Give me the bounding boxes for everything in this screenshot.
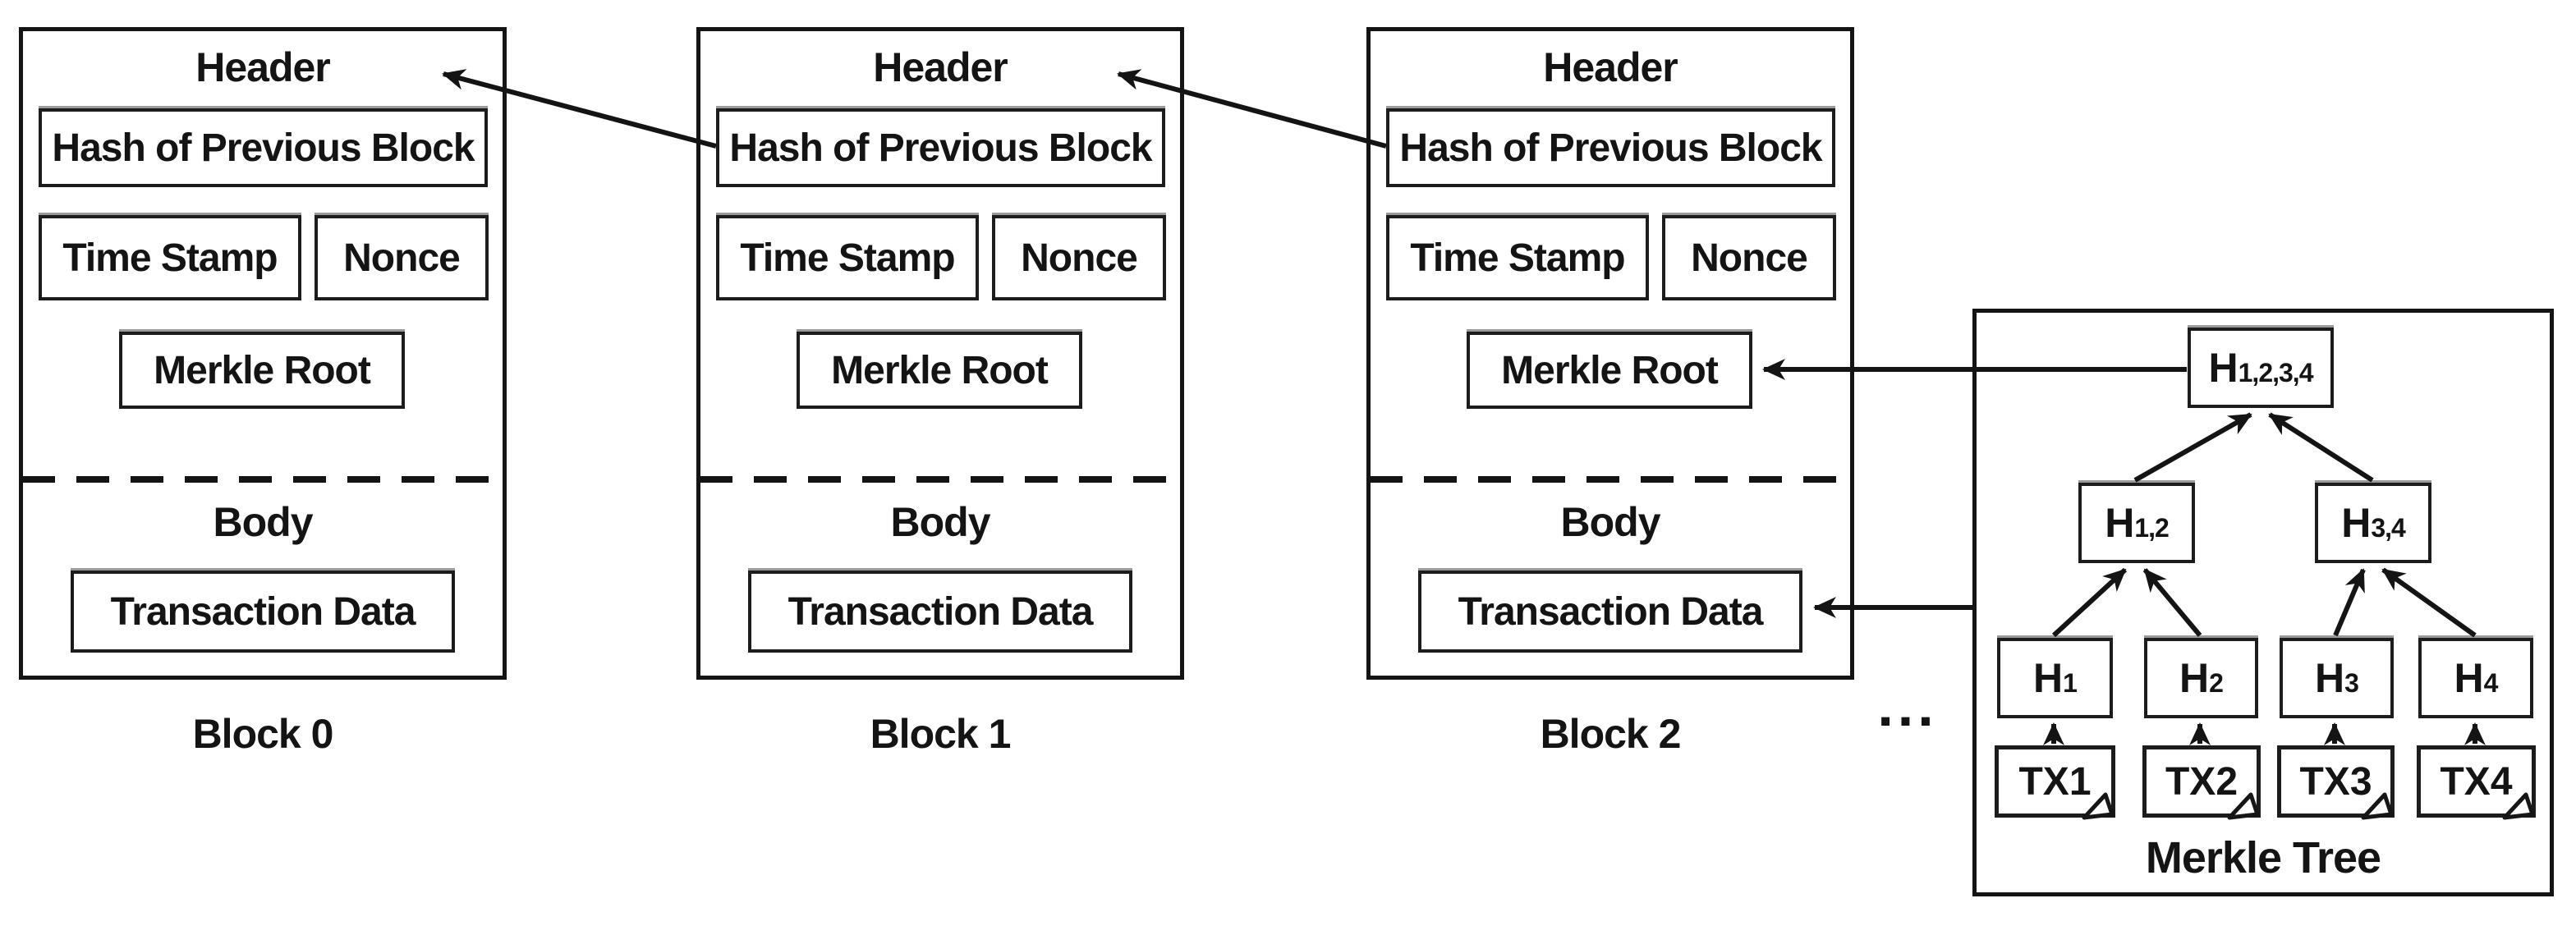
block-2-nonce: Nonce <box>1662 215 1836 300</box>
block-2-merkle-root: Merkle Root <box>1467 332 1752 409</box>
block-0-time-stamp: Time Stamp <box>39 215 301 300</box>
block-1: Header Hash of Previous Block Time Stamp… <box>696 27 1184 680</box>
folded-corner-icon <box>2502 792 2535 820</box>
merkle-node-h3-base: H <box>2315 655 2345 701</box>
merkle-node-h1234-base: H <box>2208 345 2239 391</box>
block-0-merkle-root: Merkle Root <box>119 332 405 409</box>
merkle-node-h2-base: H <box>2179 655 2210 701</box>
merkle-node-h34-base: H <box>2341 500 2372 546</box>
merkle-tx3: TX3 <box>2277 745 2395 820</box>
block-0: Header Hash of Previous Block Time Stamp… <box>19 27 507 680</box>
block-0-body-title: Body <box>213 499 314 545</box>
merkle-node-h4-base: H <box>2454 655 2484 701</box>
block-2-caption: Block 2 <box>1540 711 1682 757</box>
merkle-tx1-label: TX1 <box>2018 759 2092 804</box>
block-0-caption: Block 0 <box>192 711 334 757</box>
folded-corner-icon <box>2082 792 2115 820</box>
block-1-transaction-data: Transaction Data <box>748 571 1132 653</box>
merkle-tx2: TX2 <box>2142 745 2261 820</box>
chain-continuation-ellipsis: ... <box>1877 674 1938 738</box>
block-1-caption: Block 1 <box>870 711 1012 757</box>
block-2-transaction-data: Transaction Data <box>1418 571 1802 653</box>
merkle-tx4: TX4 <box>2417 745 2536 820</box>
merkle-tx3-label: TX3 <box>2299 759 2372 804</box>
block-2: Header Hash of Previous Block Time Stamp… <box>1366 27 1854 680</box>
block-1-hash-of-previous-block: Hash of Previous Block <box>716 108 1165 187</box>
folded-corner-icon <box>2361 792 2394 820</box>
merkle-tree-caption: Merkle Tree <box>2145 833 2381 882</box>
merkle-node-h12-base: H <box>2105 500 2135 546</box>
block-1-merkle-root: Merkle Root <box>797 332 1082 409</box>
merkle-tx1: TX1 <box>1995 745 2115 820</box>
merkle-tx2-label: TX2 <box>2165 759 2239 804</box>
block-1-nonce: Nonce <box>992 215 1166 300</box>
block-0-transaction-data: Transaction Data <box>71 571 455 653</box>
folded-corner-icon <box>2227 792 2260 820</box>
merkle-node-h1-base: H <box>2033 655 2064 701</box>
block-0-hash-of-previous-block: Hash of Previous Block <box>39 108 488 187</box>
block-1-header-title: Header <box>873 44 1008 90</box>
block-1-body-title: Body <box>890 499 991 545</box>
merkle-tx4-label: TX4 <box>2440 759 2513 804</box>
block-2-time-stamp: Time Stamp <box>1386 215 1649 300</box>
block-0-nonce: Nonce <box>315 215 489 300</box>
block-0-header-title: Header <box>195 44 331 90</box>
block-1-time-stamp: Time Stamp <box>716 215 979 300</box>
block-2-hash-of-previous-block: Hash of Previous Block <box>1386 108 1835 187</box>
block-2-body-title: Body <box>1560 499 1661 545</box>
block-2-header-title: Header <box>1543 44 1678 90</box>
